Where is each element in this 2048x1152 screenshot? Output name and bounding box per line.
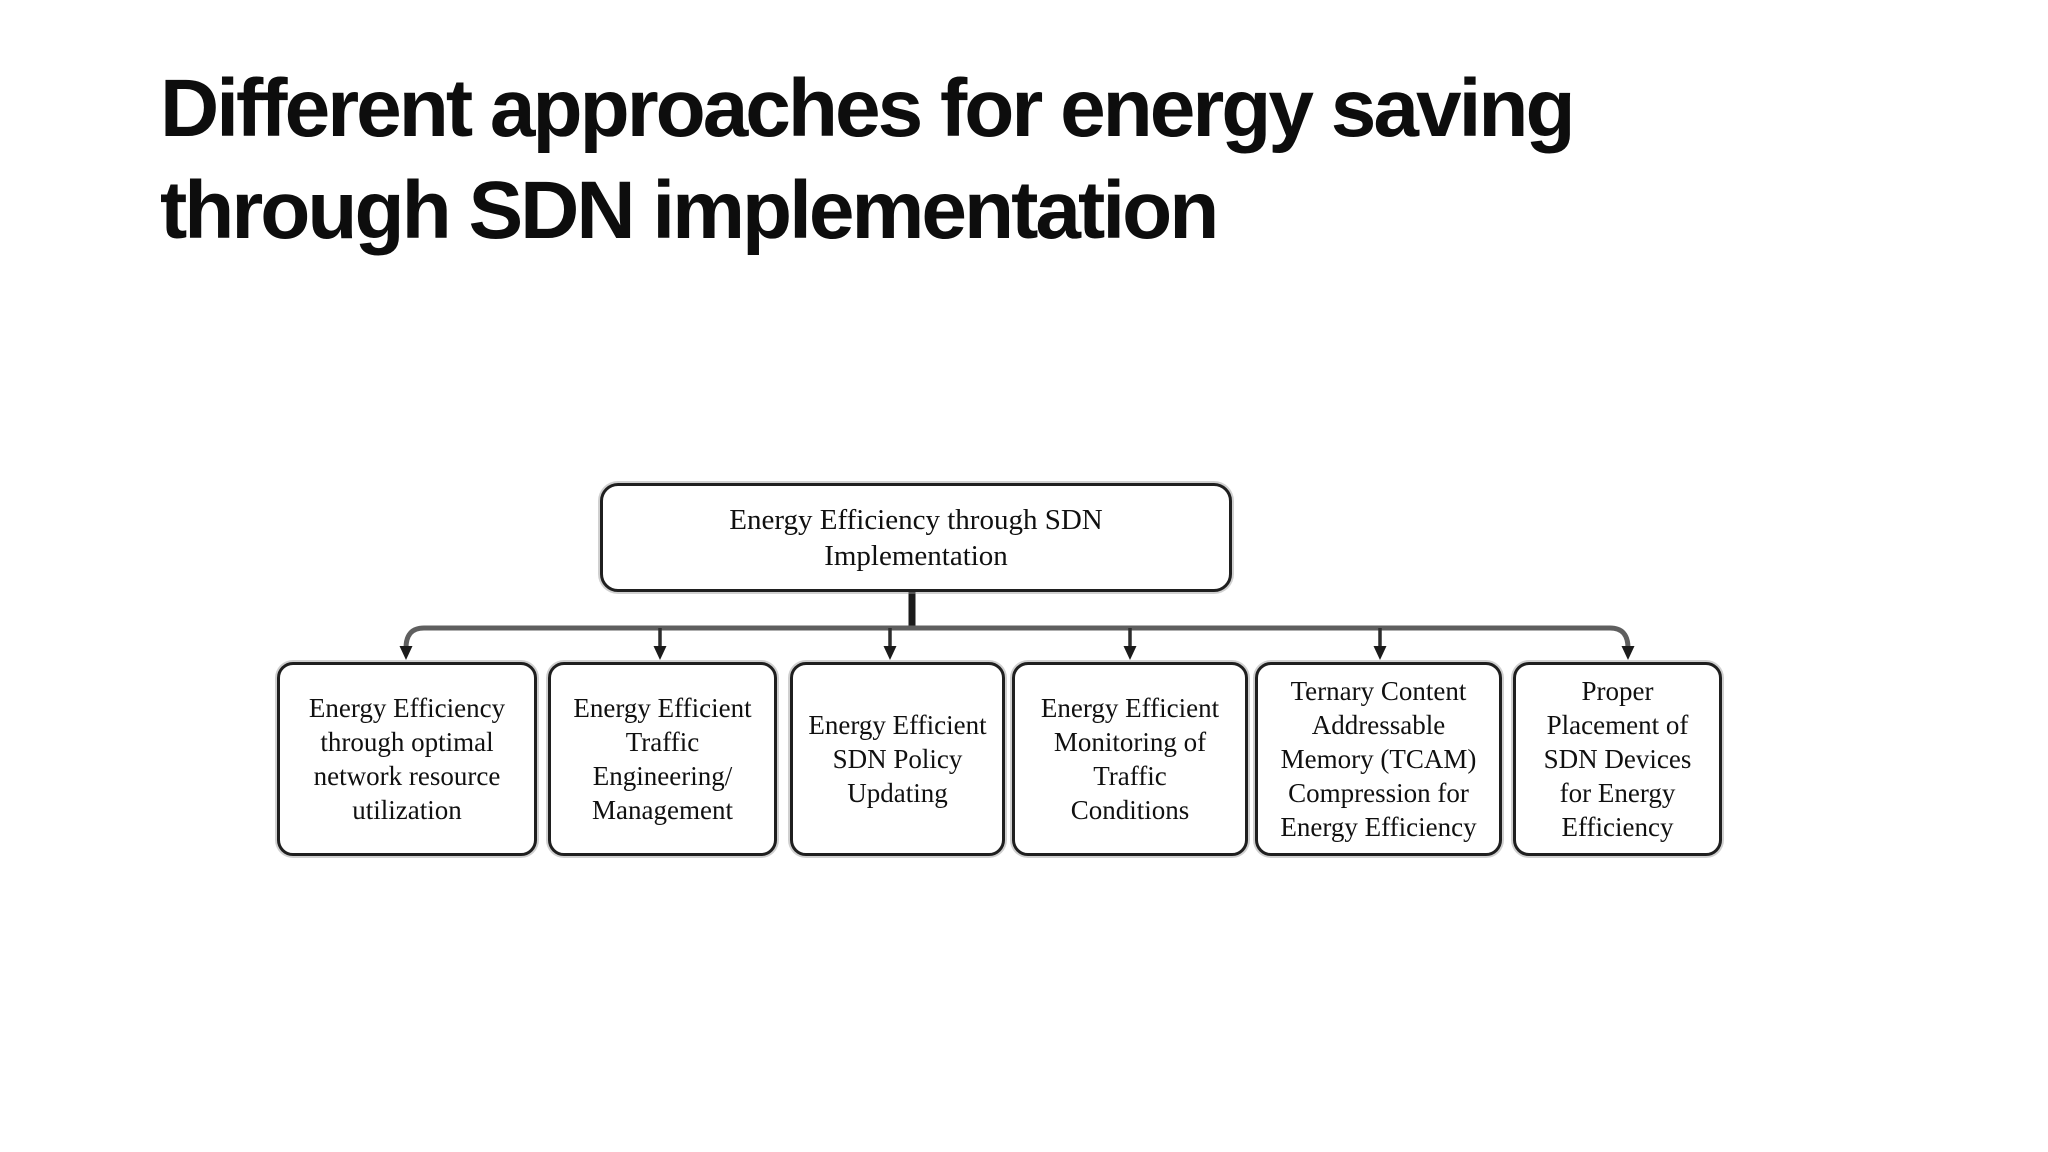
arrowhead-icon (883, 646, 897, 660)
child-node-sdn-policy-updating: Energy Efficient SDN Policy Updating (790, 662, 1005, 856)
node-label: Ternary Content Addressable Memory (TCAM… (1280, 676, 1477, 842)
child-node-traffic-engineering: Energy Efficient Traffic Engineering/ Ma… (548, 662, 777, 856)
child-node-tcam-compression: Ternary Content Addressable Memory (TCAM… (1255, 662, 1502, 856)
child-node-optimal-network-resource: Energy Efficiency through optimal networ… (277, 662, 537, 856)
node-label: Energy Efficient SDN Policy Updating (808, 710, 987, 808)
root-node-energy-efficiency-sdn: Energy Efficiency through SDN Implementa… (600, 483, 1232, 592)
arrowhead-icon (1373, 646, 1387, 660)
slide-title: Different approaches for energy saving t… (160, 63, 1576, 256)
child-node-traffic-monitoring: Energy Efficient Monitoring of Traffic C… (1012, 662, 1248, 856)
arrowhead-icon (653, 646, 667, 660)
node-label: Energy Efficient Monitoring of Traffic C… (1040, 693, 1220, 825)
node-label: Energy Efficient Traffic Engineering/ Ma… (573, 693, 752, 825)
node-label: Energy Efficiency through optimal networ… (308, 693, 506, 825)
arrowhead-icon (1621, 646, 1635, 660)
node-label: Proper Placement of SDN Devices for Ener… (1543, 676, 1692, 842)
node-label: Energy Efficiency through SDN Implementa… (729, 503, 1103, 572)
bus-line (403, 625, 1631, 649)
arrowhead-icon (1123, 646, 1137, 660)
child-node-sdn-device-placement: Proper Placement of SDN Devices for Ener… (1513, 662, 1722, 856)
arrowhead-icon (399, 646, 413, 660)
